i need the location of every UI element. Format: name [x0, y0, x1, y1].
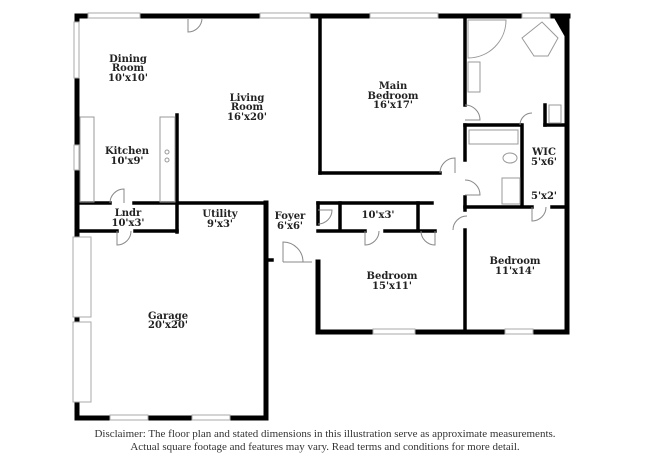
kitchen-size: 10'x9'	[111, 156, 144, 167]
kitchen-counter	[79, 116, 95, 203]
utility-size: 9'x3'	[207, 219, 233, 230]
bathtub-icon	[468, 129, 519, 145]
kitchen-counter-range	[159, 116, 176, 203]
kitchen-name: Kitchen	[105, 146, 150, 157]
main-bedroom-size: 16'x17'	[373, 100, 413, 111]
main-bedroom-name-1: Main	[379, 81, 408, 92]
fixtures	[79, 19, 562, 205]
windows	[72, 12, 551, 421]
foyer-name: Foyer	[275, 211, 306, 222]
room-labels: Dining Room 10'x10' Living Room 16'x20' …	[105, 54, 557, 331]
walls	[74, 13, 571, 421]
dining-size: 10'x10'	[108, 73, 148, 84]
closet-size: 5'x2'	[531, 191, 557, 202]
dining-name-2: Room	[112, 63, 145, 74]
tub-icon	[521, 21, 559, 57]
bedroom2-name: Bedroom	[367, 271, 418, 282]
disclaimer-line-2: Actual square footage and features may v…	[130, 441, 520, 453]
bedroom3-size: 11'x14'	[495, 266, 535, 277]
toilet-icon	[502, 152, 518, 164]
wic-size: 5'x6'	[531, 157, 557, 168]
hall-closet-size: 10'x3'	[362, 210, 395, 221]
dining-name-1: Dining	[109, 54, 147, 65]
disclaimer: Disclaimer: The floor plan and stated di…	[0, 428, 650, 454]
foyer-size: 6'x6'	[277, 221, 303, 232]
utility-name: Utility	[202, 209, 238, 220]
doors	[109, 17, 547, 263]
shower-icon	[467, 19, 507, 59]
sink-icon	[467, 61, 481, 93]
laundry-size: 10'x3'	[112, 218, 145, 229]
wic-name: WIC	[531, 147, 556, 158]
bedroom3-name: Bedroom	[490, 256, 541, 267]
garage-size: 20'x20'	[148, 320, 188, 331]
disclaimer-line-1: Disclaimer: The floor plan and stated di…	[94, 428, 556, 440]
laundry-name: Lndr	[115, 208, 142, 219]
main-bedroom-name-2: Bedroom	[368, 91, 419, 102]
garage-name: Garage	[148, 311, 188, 322]
bedroom2-size: 15'x11'	[372, 281, 412, 292]
living-name-2: Room	[231, 102, 264, 113]
living-name-1: Living	[230, 93, 265, 104]
toilet-icon	[548, 104, 562, 124]
living-size: 16'x20'	[227, 112, 267, 123]
vanity-icon	[501, 177, 521, 205]
